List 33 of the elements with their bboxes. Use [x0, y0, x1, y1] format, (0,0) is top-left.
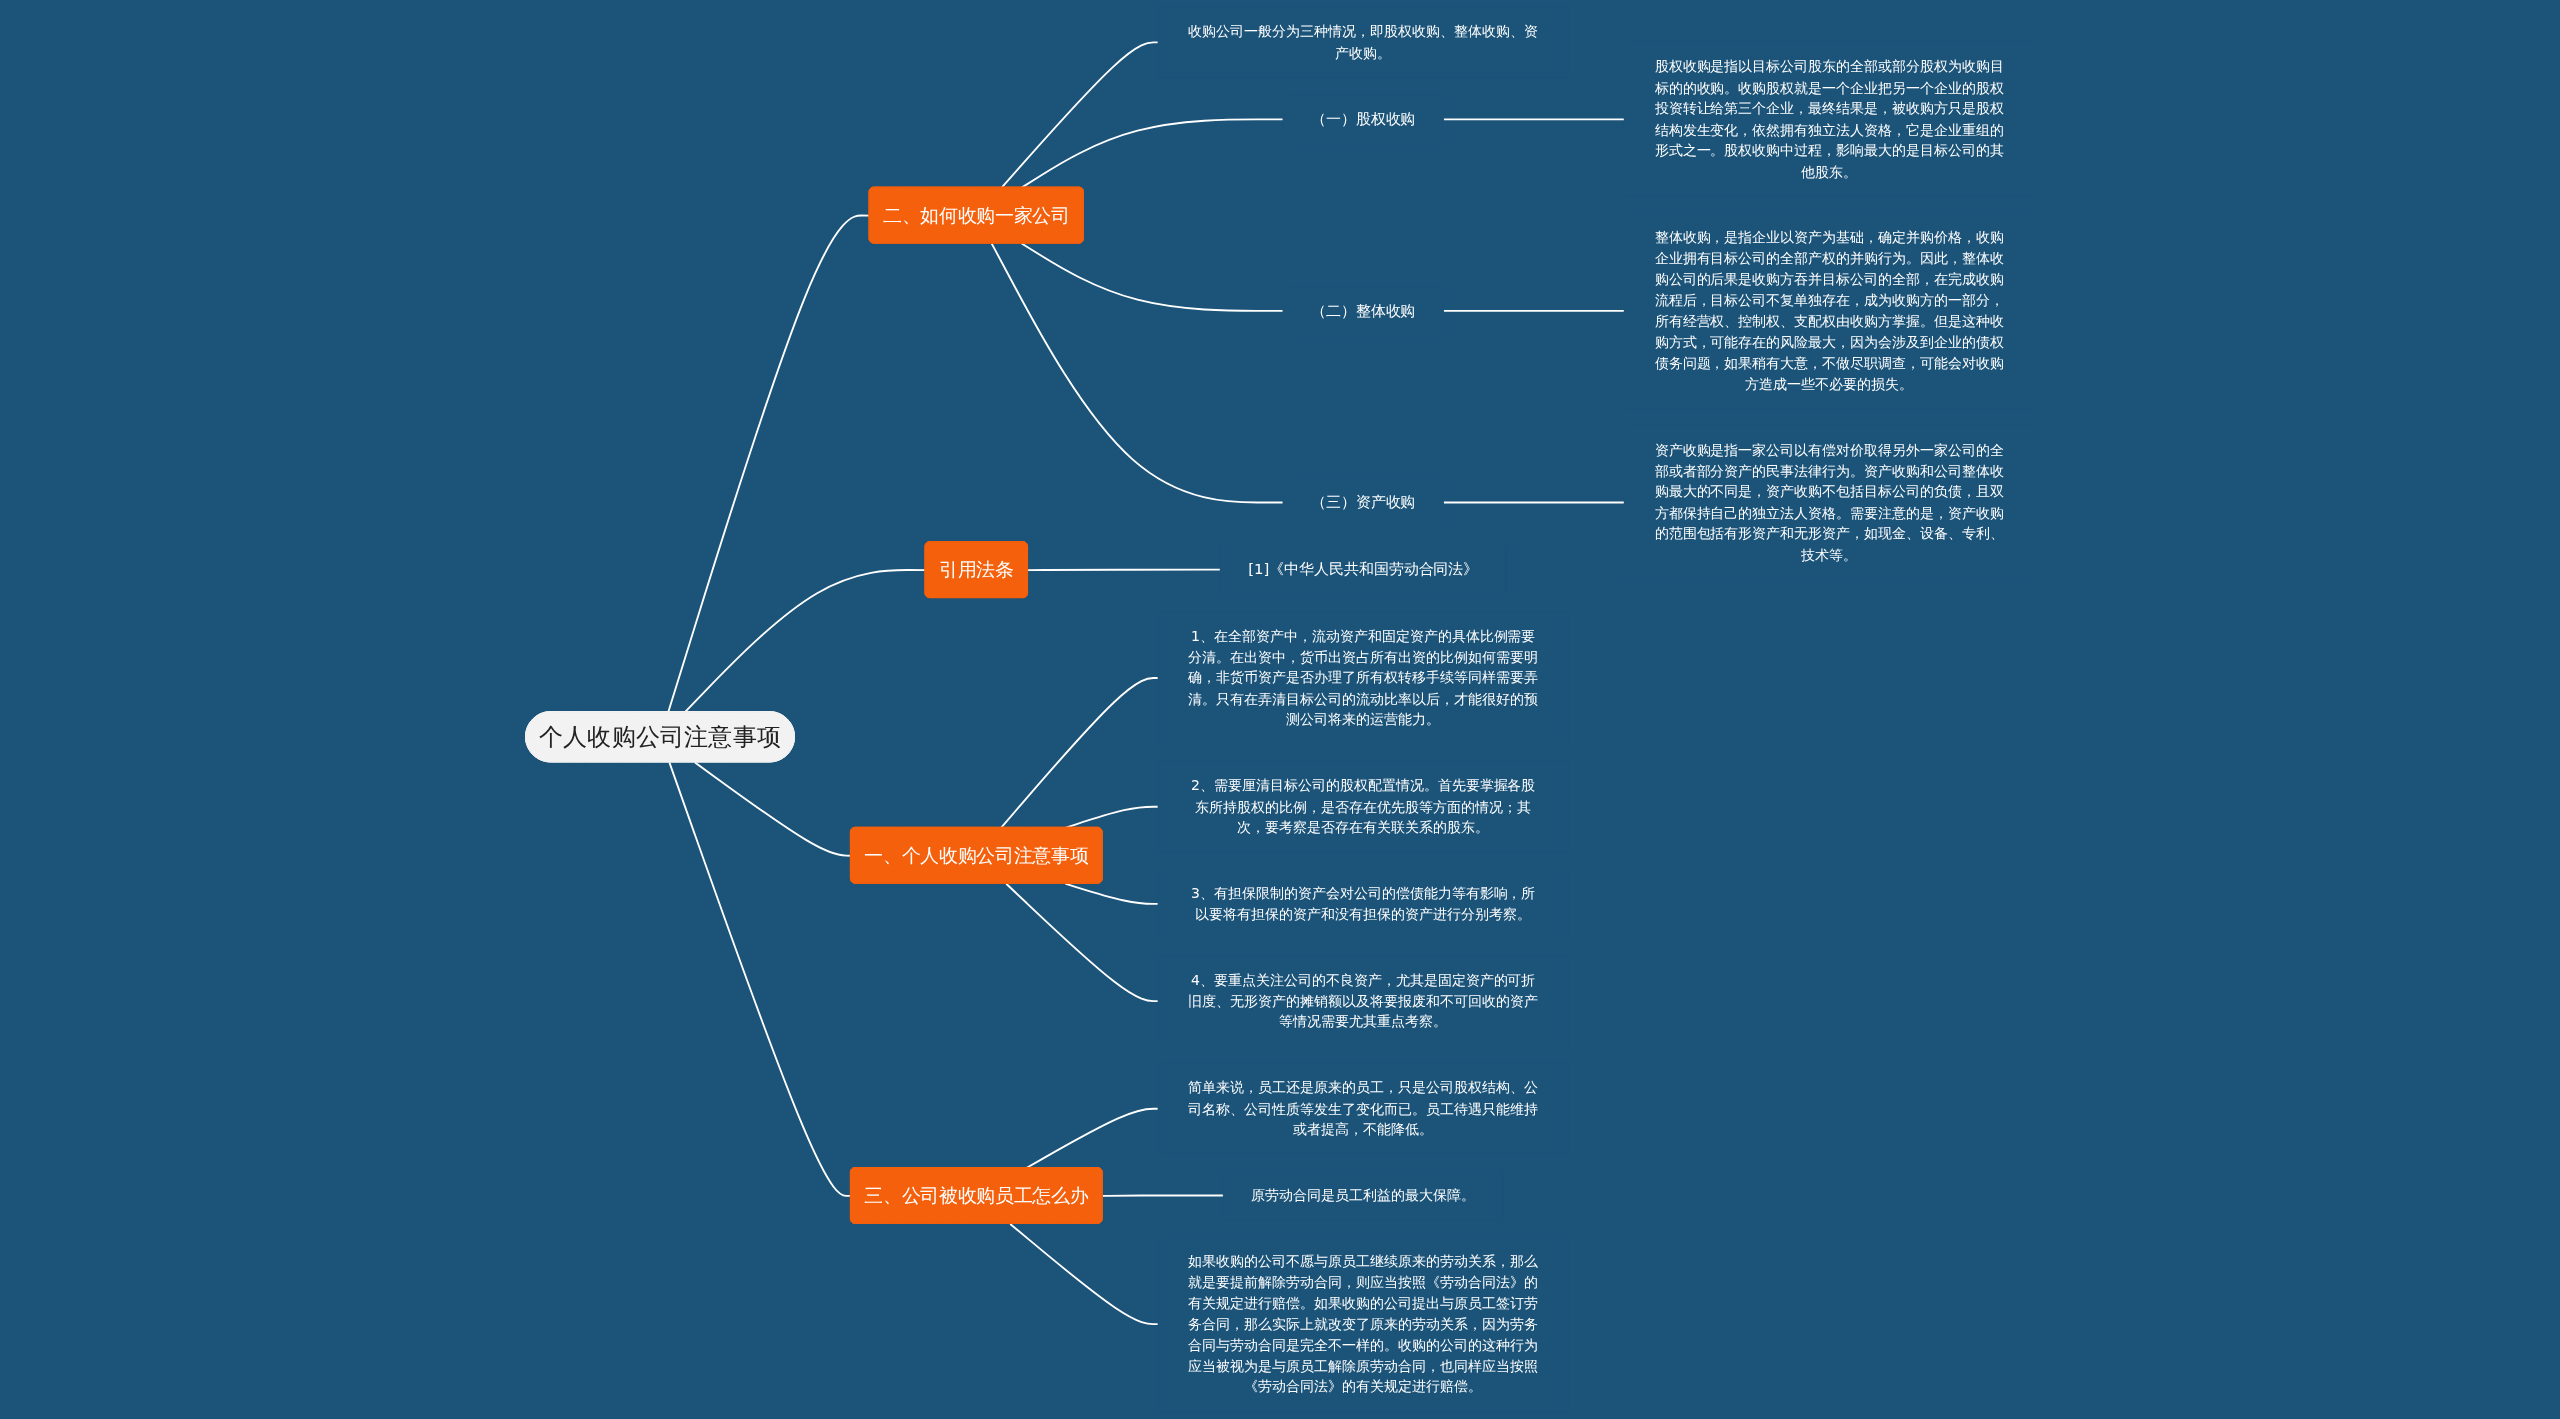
- connector: [1064, 882, 1159, 905]
- connector: [1005, 882, 1159, 1002]
- node-text: 整体收购，是指企业以资产为基础，确定并购价格，收购企业拥有目标公司的全部产权的并购行为。因此，整体收购公司的后果是收购方吞并目标公司的全部，在完成收购流程后，目标公司不复单独存在，成为收购方的一部分，所有经营权、控制权、支配权由收购方掌握。但是这种收购方式，可能存在的风险最大，因为会涉及到企业的债权债务问题，如果稍有大意，不做尽职调查，可能会对收购方造成一些不必要的损失。: [1654, 228, 2005, 393]
- connector: [1020, 242, 1284, 312]
- node-text: 1、在全部资产中，流动资产和固定资产的具体比例需要分清。在出资中，货币出资占所有出资的比例如何需要明确，非货币资产是否办理了所有权转移手续等同样需要弄清。只有在弄清目标公司的流动比率以后，才能很好的预测公司将来的运营能力。: [1188, 627, 1539, 729]
- connector: [1009, 1223, 1159, 1326]
- node-text: [1]《中华人民共和国劳动合同法》: [1248, 560, 1479, 579]
- node-text: 原劳动合同是员工利益的最大保障。: [1251, 1186, 1476, 1204]
- node-text: 收购公司一般分为三种情况，即股权收购、整体收购、资产收购。: [1188, 23, 1539, 62]
- node-text: 3、有担保限制的资产会对公司的偿债能力等有影响，所以要将有担保的资产和没有担保的资产进行分别考察。: [1190, 884, 1536, 923]
- connector: [1101, 1194, 1225, 1197]
- connector: [694, 761, 852, 857]
- connector: [1442, 501, 1626, 504]
- connector: [1027, 568, 1222, 572]
- connector: [684, 569, 927, 713]
- node-text: 如果收购的公司不愿与原员工继续原来的劳动关系，那么就是要提前解除劳动合同，则应当按照《劳动合同法》的有关规定进行赔偿。如果收购的公司提出与原员工签订劳务合同，那么实际上就改变了原来的劳动关系，因为劳务合同与劳动合同是完全不一样的。收购的公司的这种行为应当被视为是与原员工解除原劳动合同，也同样应当按照《劳动合同法》的有关规定进行赔偿。: [1188, 1252, 1539, 1396]
- node-text: 股权收购是指以目标公司股东的全部或部分股权为收购目标的的收购。收购股权就是一个企业把另一个企业的股权投资转让给第三个企业，最终结果是，被收购方只是股权结构发生变化，依然拥有独立法人资格，它是企业重组的形式之一。股权收购中过程，影响最大的是目标公司的其他股东。: [1654, 58, 2005, 180]
- connector: [668, 761, 852, 1197]
- connector: [1020, 118, 1284, 189]
- node-text: 4、要重点关注公司的不良资产，尤其是固定资产的可折旧度、无形资产的摊销额以及将要报废和不可回收的资产等情况需要尤其重点考察。: [1188, 971, 1539, 1031]
- connector: [1442, 118, 1626, 121]
- connector: [1000, 677, 1159, 829]
- connector: [1025, 1107, 1159, 1169]
- connector: [667, 214, 871, 713]
- node-text: 2、需要厘清目标公司的股权配置情况。首先要掌握各股东所持股权的比例，是否存在优先股等方面的情况；其次，要考察是否存在有关联关系的股东。: [1190, 777, 1536, 836]
- connector: [1000, 41, 1159, 189]
- node-text: 简单来说，员工还是原来的员工，只是公司股权结构、公司名称、公司性质等发生了变化而已。员工待遇只能维持或者提高，不能降低。: [1188, 1079, 1539, 1138]
- connector: [990, 242, 1284, 504]
- node-text: 资产收购是指一家公司以有偿对价取得另外一家公司的全部或者部分资产的民事法律行为。资产收购和公司整体收购最大的不同是，资产收购不包括目标公司的负债，且双方都保持自己的独立法人资格。需要注意的是，资产收购的范围包括有形资产和无形资产，如现金、设备、专利、技术等。: [1654, 441, 2005, 564]
- node-text: （三）资产收购: [1310, 493, 1416, 511]
- node-text: （二）整体收购: [1310, 301, 1416, 320]
- connector: [1442, 310, 1626, 312]
- node-text: （一）股权收购: [1310, 110, 1416, 128]
